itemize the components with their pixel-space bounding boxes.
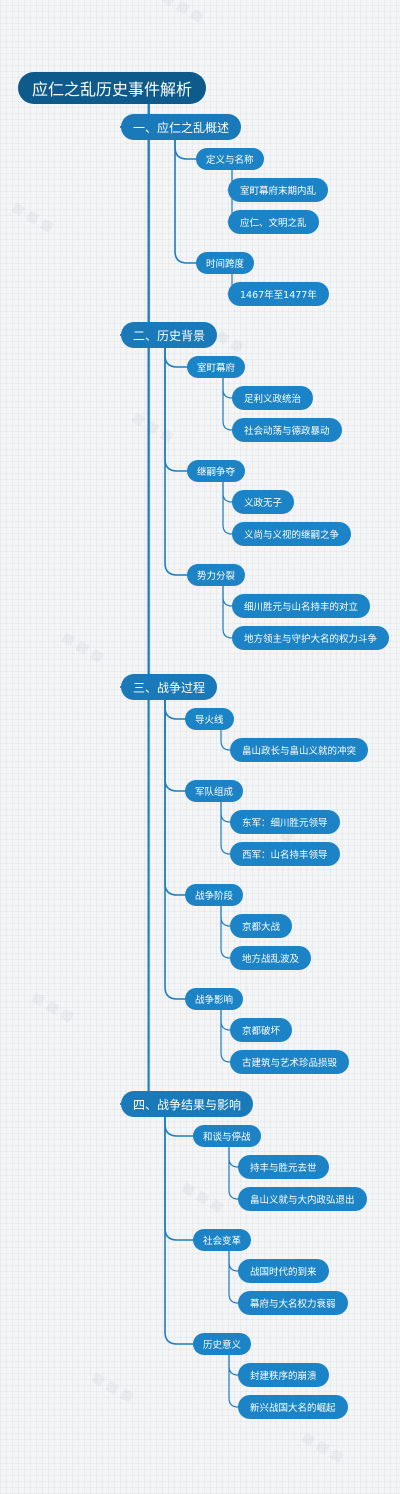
leaf-node[interactable]: 义尚与义视的继嗣之争 [232,522,352,546]
leaf-node[interactable]: 畠山政长与畠山义就的冲突 [230,738,369,762]
topic-node[interactable]: 历史意义 [193,1333,252,1355]
topic-leaf-link [220,905,231,959]
topic-leaf-link [222,377,233,399]
topic-leaf-link [228,1250,239,1272]
topic-node[interactable]: 势力分裂 [187,564,246,586]
leaf-node[interactable]: 畠山义就与大内政弘退出 [238,1187,367,1211]
topic-leaf-link [228,1146,239,1168]
branch-topic-link [164,347,188,576]
leaf-node[interactable]: 地方战乱波及 [230,946,312,970]
topic-node[interactable]: 社会变革 [193,1229,252,1251]
leaf-node[interactable]: 京都大战 [230,914,293,938]
topic-leaf-link [228,1354,239,1376]
leaf-node[interactable]: 社会动荡与德政暴动 [232,418,342,442]
leaf-node[interactable]: 幕府与大名权力衰弱 [238,1291,348,1315]
topic-leaf-link [222,377,233,431]
root-branch-link [119,102,163,1106]
topic-leaf-link [228,1354,239,1408]
branch-node[interactable]: 三、战争过程 [121,674,218,700]
leaf-node[interactable]: 地方领主与守护大名的权力斗争 [232,626,390,650]
branch-topic-link [164,699,186,1000]
leaf-node[interactable]: 1467年至1477年 [228,282,329,306]
leaf-node[interactable]: 战国时代的到来 [238,1259,329,1283]
topic-node[interactable]: 战争影响 [185,988,244,1010]
leaf-node[interactable]: 足利义政统治 [232,386,314,410]
topic-leaf-link [220,1009,231,1031]
topic-leaf-link [222,481,233,503]
leaf-node[interactable]: 室町幕府末期内乱 [228,178,329,202]
leaf-node[interactable]: 应仁、文明之乱 [228,210,319,234]
topic-node[interactable]: 和谈与停战 [193,1125,261,1147]
topic-node[interactable]: 继嗣争夺 [187,460,246,482]
branch-topic-link [164,699,186,720]
leaf-node[interactable]: 细川胜元与山名持丰的对立 [232,594,371,618]
topic-leaf-link [228,1250,239,1304]
root-node[interactable]: 应仁之乱历史事件解析 [18,72,207,104]
topic-leaf-link [222,481,233,535]
leaf-node[interactable]: 西军：山名持丰领导 [230,842,340,866]
topic-node[interactable]: 定义与名称 [196,148,264,170]
topic-node[interactable]: 战争阶段 [185,884,244,906]
branch-topic-link [164,699,186,896]
topic-node[interactable]: 导火线 [185,708,234,730]
branch-node[interactable]: 二、历史背景 [121,322,218,348]
topic-leaf-link [228,1146,239,1200]
topic-leaf-link [222,585,233,607]
branch-topic-link [164,347,188,368]
topic-leaf-link [220,905,231,927]
topic-leaf-link [220,1009,231,1063]
topic-leaf-link [220,729,231,751]
branch-topic-link [164,699,186,792]
topic-leaf-link [220,801,231,823]
branch-topic-link [164,1116,194,1345]
leaf-node[interactable]: 新兴战国大名的崛起 [238,1395,348,1419]
topic-node[interactable]: 军队组成 [185,780,244,802]
leaf-node[interactable]: 封建秩序的崩溃 [238,1363,329,1387]
leaf-node[interactable]: 东军：细川胜元领导 [230,810,340,834]
topic-node[interactable]: 室町幕府 [187,356,246,378]
branch-topic-link [174,139,197,264]
branch-topic-link [164,1116,194,1137]
leaf-node[interactable]: 义政无子 [232,490,295,514]
branch-node[interactable]: 一、应仁之乱概述 [121,114,242,140]
leaf-node[interactable]: 古建筑与艺术珍品损毁 [230,1050,350,1074]
branch-topic-link [174,139,197,160]
topic-leaf-link [222,585,233,639]
topic-leaf-link [220,801,231,855]
root-branch-link [119,102,163,689]
leaf-node[interactable]: 持丰与胜元去世 [238,1155,329,1179]
leaf-node[interactable]: 京都破坏 [230,1018,293,1042]
branch-node[interactable]: 四、战争结果与影响 [121,1091,254,1117]
topic-node[interactable]: 时间跨度 [196,252,255,274]
